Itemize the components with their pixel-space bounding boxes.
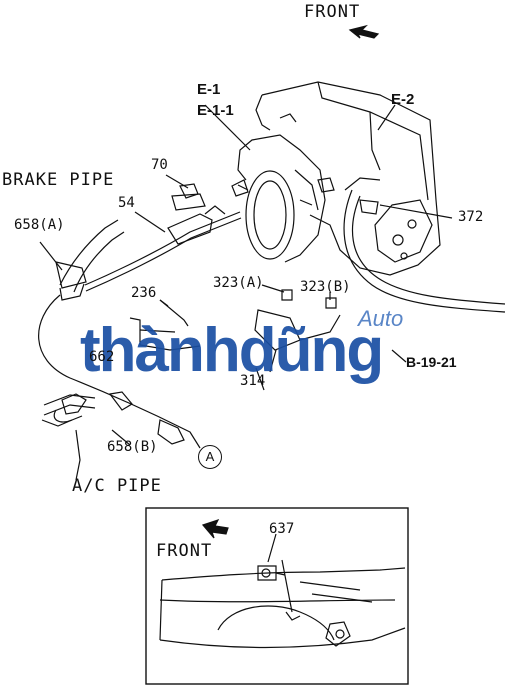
label-e1: E-1: [197, 81, 221, 98]
label-70: 70: [151, 157, 168, 173]
label-323b: 323(B): [300, 279, 351, 295]
label-b-19-21: B-19-21: [406, 354, 457, 370]
watermark-brand: thànhdũng: [80, 316, 384, 385]
inset-frame: [145, 507, 409, 685]
label-662: 662: [89, 349, 115, 365]
label-brake-pipe: BRAKE PIPE: [2, 170, 115, 190]
label-236: 236: [131, 285, 157, 301]
label-658a: 658(A): [14, 217, 65, 233]
label-e1-1: E-1-1: [197, 102, 234, 119]
label-front-inset: FRONT: [156, 541, 213, 561]
label-front-top: FRONT: [304, 2, 361, 22]
label-658b: 658(B): [107, 439, 158, 455]
label-314: 314: [240, 373, 266, 389]
front-arrow-icon: [348, 24, 380, 39]
throttle-body: [231, 134, 335, 263]
intake-manifold: [255, 81, 441, 276]
watermark-auto: Auto: [358, 306, 404, 331]
label-e2: E-2: [391, 91, 415, 108]
label-54: 54: [118, 195, 135, 211]
reference-a-circle: A: [198, 445, 222, 469]
label-ac-pipe: A/C PIPE: [72, 476, 162, 496]
label-637: 637: [269, 521, 295, 537]
inset-front-arrow-icon: [201, 518, 229, 539]
label-372: 372: [458, 209, 484, 225]
label-323a: 323(A): [213, 275, 264, 291]
